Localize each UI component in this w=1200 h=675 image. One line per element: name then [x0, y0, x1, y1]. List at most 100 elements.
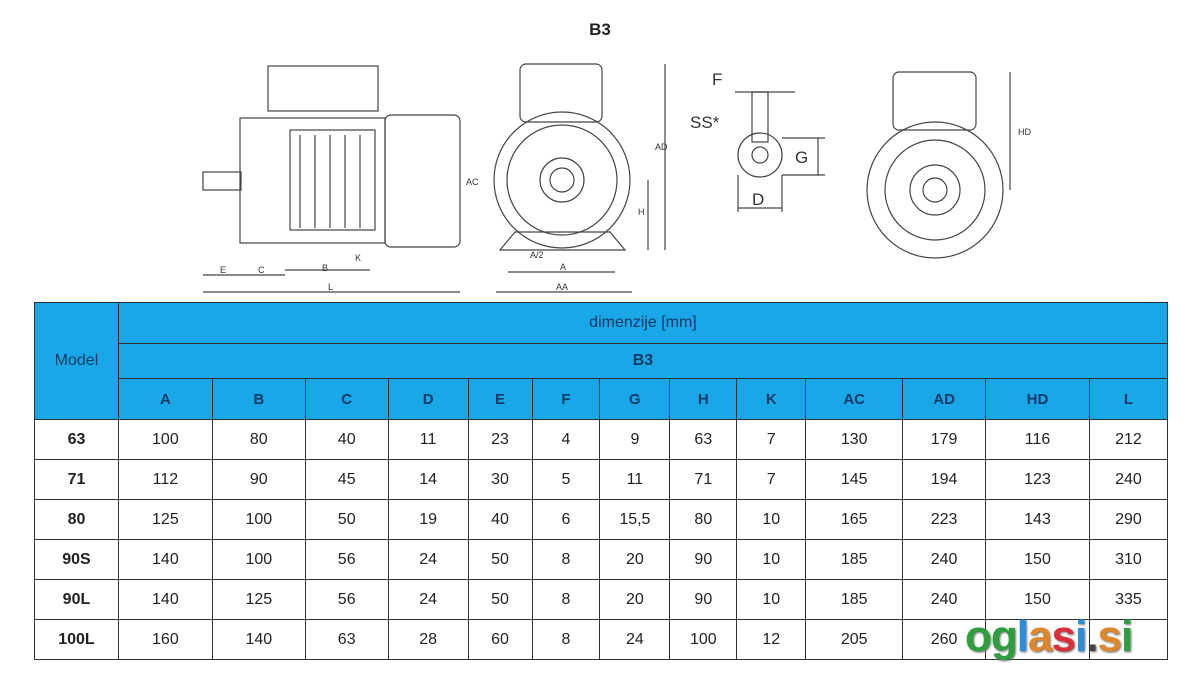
shaft-detail-drawing — [735, 91, 825, 212]
cell-l: 335 — [1088, 579, 1169, 620]
cell-k: 10 — [736, 579, 807, 620]
model-cell: 90L — [34, 579, 119, 620]
cell-ad: 179 — [902, 419, 987, 460]
column-header-e: E — [467, 378, 533, 420]
cell-g: 9 — [599, 419, 671, 460]
cell-ad: 260 — [902, 619, 987, 660]
column-header-h: H — [669, 378, 738, 420]
model-header: Model — [34, 302, 119, 420]
cell-a: 140 — [117, 579, 213, 620]
label-b: B — [322, 263, 328, 273]
cell-f: 5 — [531, 459, 601, 500]
cell-ac: 185 — [805, 539, 904, 580]
column-header-l: L — [1088, 378, 1169, 420]
cell-ac: 130 — [805, 419, 904, 460]
cell-ac: 185 — [805, 579, 904, 620]
column-header-ad: AD — [902, 378, 987, 420]
cell-c: 45 — [304, 459, 389, 500]
cell-f: 4 — [531, 419, 601, 460]
column-header-g: G — [599, 378, 671, 420]
cell-f: 8 — [531, 579, 601, 620]
cell-k: 7 — [736, 419, 807, 460]
label-aa: AA — [556, 282, 568, 292]
cell-d: 24 — [387, 579, 469, 620]
cell-c: 50 — [304, 499, 389, 540]
cell-d: 28 — [387, 619, 469, 660]
cell-d: 24 — [387, 539, 469, 580]
column-header-k: K — [736, 378, 807, 420]
cell-e: 23 — [467, 419, 533, 460]
cell-a: 100 — [117, 419, 213, 460]
column-header-hd: HD — [985, 378, 1090, 420]
cell-f: 6 — [531, 499, 601, 540]
cell-c: 56 — [304, 579, 389, 620]
cell-b: 100 — [211, 499, 306, 540]
cell-d: 14 — [387, 459, 469, 500]
label-h: H — [638, 207, 645, 217]
cell-l — [1088, 619, 1169, 660]
cell-ac: 205 — [805, 619, 904, 660]
model-cell: 100L — [34, 619, 119, 660]
sub-header: B3 — [117, 343, 1169, 379]
cell-f: 8 — [531, 539, 601, 580]
cell-ac: 165 — [805, 499, 904, 540]
cell-h: 71 — [669, 459, 738, 500]
cell-ad: 194 — [902, 459, 987, 500]
cell-c: 40 — [304, 419, 389, 460]
cell-e: 40 — [467, 499, 533, 540]
label-ac: AC — [466, 177, 479, 187]
cell-g: 20 — [599, 539, 671, 580]
model-cell: 90S — [34, 539, 119, 580]
cell-g: 15,5 — [599, 499, 671, 540]
cell-e: 30 — [467, 459, 533, 500]
cell-c: 56 — [304, 539, 389, 580]
label-c: C — [258, 265, 265, 275]
label-l: L — [328, 282, 333, 292]
cell-a: 125 — [117, 499, 213, 540]
cell-hd: 116 — [985, 419, 1090, 460]
cell-c: 63 — [304, 619, 389, 660]
motor-drawings: E C B K L AC A/2 A AA H AD F SS* G D HD — [202, 63, 1031, 293]
cell-hd: 143 — [985, 499, 1090, 540]
model-cell: 80 — [34, 499, 119, 540]
cell-k: 10 — [736, 499, 807, 540]
cell-h: 80 — [669, 499, 738, 540]
column-header-ac: AC — [805, 378, 904, 420]
cell-b: 80 — [211, 419, 306, 460]
cell-g: 24 — [599, 619, 671, 660]
label-g: G — [795, 148, 808, 167]
cell-e: 60 — [467, 619, 533, 660]
group-header: dimenzije [mm] — [117, 302, 1169, 344]
cell-b: 100 — [211, 539, 306, 580]
label-a: A — [560, 262, 566, 272]
label-ad: AD — [655, 142, 668, 152]
cell-d: 19 — [387, 499, 469, 540]
cell-g: 20 — [599, 579, 671, 620]
model-cell: 71 — [34, 459, 119, 500]
cell-hd: 123 — [985, 459, 1090, 500]
model-cell: 63 — [34, 419, 119, 460]
cell-l: 310 — [1088, 539, 1169, 580]
cell-l: 290 — [1088, 499, 1169, 540]
label-d: D — [752, 190, 764, 209]
cell-ad: 240 — [902, 579, 987, 620]
drawing-title: B3 — [589, 20, 611, 39]
cell-f: 8 — [531, 619, 601, 660]
cell-l: 212 — [1088, 419, 1169, 460]
cell-hd: 150 — [985, 539, 1090, 580]
cell-ad: 223 — [902, 499, 987, 540]
label-k: K — [355, 253, 361, 263]
cell-b: 125 — [211, 579, 306, 620]
cell-ac: 145 — [805, 459, 904, 500]
cell-hd: 150 — [985, 579, 1090, 620]
cell-e: 50 — [467, 539, 533, 580]
cell-h: 100 — [669, 619, 738, 660]
cell-e: 50 — [467, 579, 533, 620]
cell-d: 11 — [387, 419, 469, 460]
cell-a: 112 — [117, 459, 213, 500]
cell-k: 12 — [736, 619, 807, 660]
column-header-a: A — [117, 378, 213, 420]
